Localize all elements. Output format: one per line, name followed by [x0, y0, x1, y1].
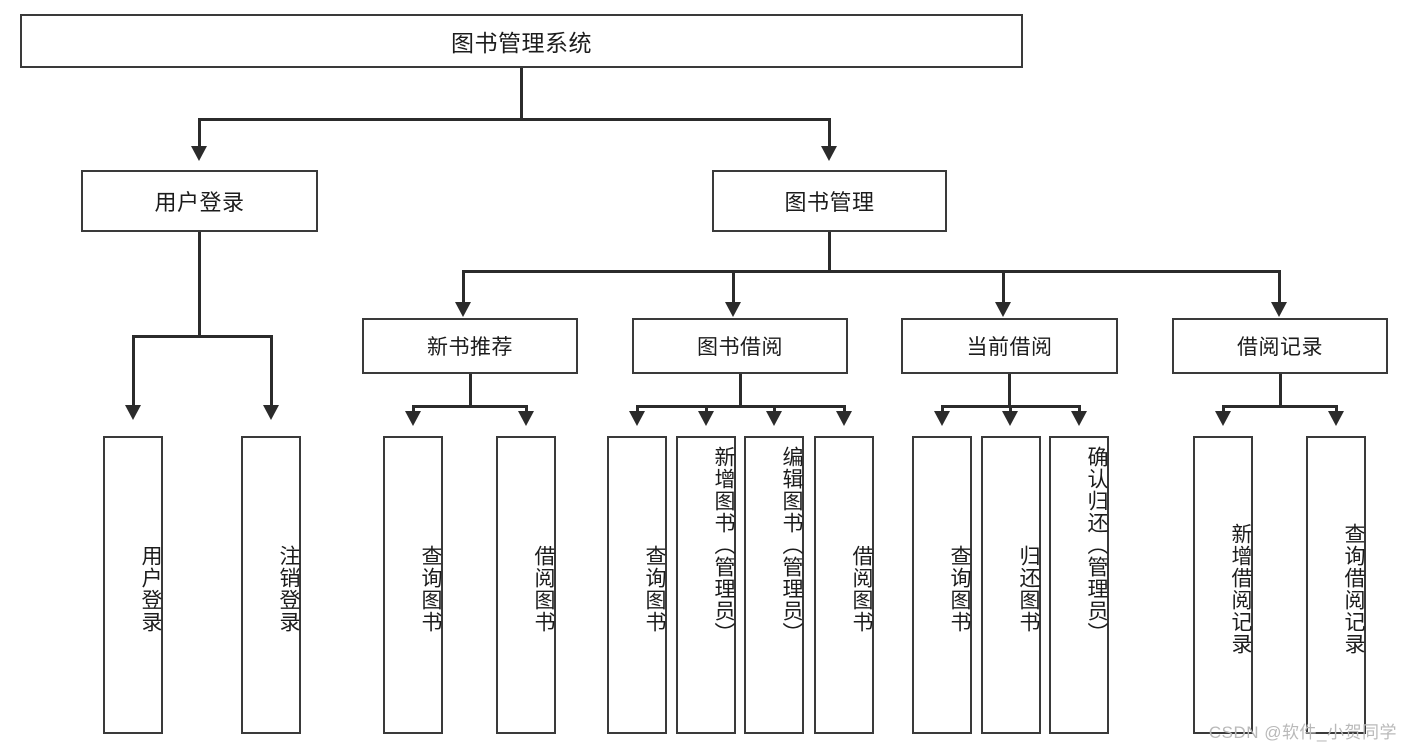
- edge-book-borrow-drop-4: [843, 405, 846, 413]
- edge-borrow-record-drop-2: [1335, 405, 1338, 413]
- arrowhead-book-manage: [821, 146, 837, 161]
- node-book-manage-label: 图书管理: [784, 190, 875, 215]
- edge-root-to-user-login: [198, 118, 201, 148]
- arrowhead-leaf-nbr-2: [518, 411, 534, 426]
- edge-current-borrow-stem: [1008, 374, 1011, 405]
- edge-new-book-recommend-bus: [412, 405, 527, 408]
- edge-new-book-recommend-stem: [469, 374, 472, 405]
- leaf-bb-query-book-label: 查询图书: [643, 545, 666, 633]
- leaf-br-query-record[interactable]: 查询借阅记录: [1306, 436, 1366, 734]
- arrowhead-leaf-cb-3: [1071, 411, 1087, 426]
- edge-root-to-book-manage: [828, 118, 831, 148]
- edge-current-borrow-drop-1: [941, 405, 944, 413]
- edge-book-manage-drop-1: [462, 270, 465, 304]
- node-root-system[interactable]: 图书管理系统: [20, 14, 1023, 68]
- leaf-logout-login-label: 注销登录: [277, 545, 300, 633]
- arrowhead-leaf-bb-1: [629, 411, 645, 426]
- node-book-manage[interactable]: 图书管理: [712, 170, 947, 232]
- edge-new-book-recommend-drop-1: [412, 405, 415, 413]
- node-borrow-record-label: 借阅记录: [1237, 336, 1323, 359]
- leaf-nbr-query-book[interactable]: 查询图书: [383, 436, 443, 734]
- edge-borrow-record-stem: [1279, 374, 1282, 405]
- edge-book-borrow-drop-2: [705, 405, 708, 413]
- edge-current-borrow-drop-2: [1009, 405, 1012, 413]
- arrowhead-leaf-user-login-2: [263, 405, 279, 420]
- leaf-bb-edit-book[interactable]: 编辑图书（管理员）: [744, 436, 804, 734]
- arrowhead-leaf-bb-3: [766, 411, 782, 426]
- edge-root-stem: [520, 68, 523, 118]
- arrowhead-current-borrow: [995, 302, 1011, 317]
- leaf-bb-query-book[interactable]: 查询图书: [607, 436, 667, 734]
- edge-book-manage-stem: [828, 232, 831, 270]
- arrowhead-leaf-br-1: [1215, 411, 1231, 426]
- edge-book-manage-bus: [462, 270, 1280, 273]
- edge-book-manage-drop-4: [1278, 270, 1281, 304]
- edge-user-login-stem: [198, 232, 201, 335]
- arrowhead-book-borrow: [725, 302, 741, 317]
- arrowhead-user-login: [191, 146, 207, 161]
- node-current-borrow-label: 当前借阅: [966, 336, 1053, 359]
- leaf-br-add-record-label: 新增借阅记录: [1229, 523, 1252, 655]
- node-user-login[interactable]: 用户登录: [81, 170, 318, 232]
- leaf-cb-return-book-label: 归还图书: [1017, 545, 1040, 633]
- node-user-login-label: 用户登录: [154, 190, 245, 215]
- edge-user-login-drop-1: [132, 335, 135, 407]
- leaf-cb-return-book[interactable]: 归还图书: [981, 436, 1041, 734]
- node-book-borrow[interactable]: 图书借阅: [632, 318, 848, 374]
- edge-book-borrow-drop-1: [636, 405, 639, 413]
- arrowhead-new-book-recommend: [455, 302, 471, 317]
- edge-borrow-record-drop-1: [1222, 405, 1225, 413]
- leaf-bb-add-book-label: 新增图书（管理员）: [712, 446, 735, 644]
- node-book-borrow-label: 图书借阅: [697, 336, 783, 359]
- leaf-logout-login[interactable]: 注销登录: [241, 436, 301, 734]
- leaf-nbr-borrow-book-label: 借阅图书: [532, 545, 555, 633]
- arrowhead-leaf-cb-2: [1002, 411, 1018, 426]
- edge-book-borrow-drop-3: [773, 405, 776, 413]
- node-new-book-recommend-label: 新书推荐: [427, 336, 513, 359]
- node-borrow-record[interactable]: 借阅记录: [1172, 318, 1388, 374]
- watermark: CSDN @软件_小贺同学: [1208, 723, 1397, 742]
- node-current-borrow[interactable]: 当前借阅: [901, 318, 1118, 374]
- edge-current-borrow-drop-3: [1078, 405, 1081, 413]
- leaf-br-query-record-label: 查询借阅记录: [1342, 523, 1365, 655]
- leaf-cb-confirm-return[interactable]: 确认归还（管理员）: [1049, 436, 1109, 734]
- node-root-label: 图书管理系统: [451, 30, 592, 56]
- arrowhead-leaf-nbr-1: [405, 411, 421, 426]
- leaf-cb-query-book-label: 查询图书: [948, 545, 971, 633]
- arrowhead-leaf-br-2: [1328, 411, 1344, 426]
- leaf-cb-query-book[interactable]: 查询图书: [912, 436, 972, 734]
- edge-book-borrow-stem: [739, 374, 742, 405]
- edge-user-login-drop-2: [270, 335, 273, 407]
- leaf-user-login-label: 用户登录: [139, 545, 162, 633]
- edge-book-borrow-bus: [636, 405, 845, 408]
- arrowhead-borrow-record: [1271, 302, 1287, 317]
- edge-book-manage-drop-3: [1002, 270, 1005, 304]
- arrowhead-leaf-bb-2: [698, 411, 714, 426]
- leaf-cb-confirm-return-label: 确认归还（管理员）: [1085, 446, 1108, 644]
- arrowhead-leaf-user-login-1: [125, 405, 141, 420]
- leaf-bb-borrow-book[interactable]: 借阅图书: [814, 436, 874, 734]
- edge-borrow-record-bus: [1222, 405, 1337, 408]
- node-new-book-recommend[interactable]: 新书推荐: [362, 318, 578, 374]
- leaf-br-add-record[interactable]: 新增借阅记录: [1193, 436, 1253, 734]
- leaf-bb-add-book[interactable]: 新增图书（管理员）: [676, 436, 736, 734]
- edge-root-bus: [198, 118, 830, 121]
- arrowhead-leaf-bb-4: [836, 411, 852, 426]
- arrowhead-leaf-cb-1: [934, 411, 950, 426]
- leaf-bb-edit-book-label: 编辑图书（管理员）: [780, 446, 803, 644]
- edge-user-login-bus: [132, 335, 272, 338]
- leaf-nbr-borrow-book[interactable]: 借阅图书: [496, 436, 556, 734]
- edge-new-book-recommend-drop-2: [525, 405, 528, 413]
- edge-book-manage-drop-2: [732, 270, 735, 304]
- leaf-user-login[interactable]: 用户登录: [103, 436, 163, 734]
- leaf-bb-borrow-book-label: 借阅图书: [850, 545, 873, 633]
- leaf-nbr-query-book-label: 查询图书: [419, 545, 442, 633]
